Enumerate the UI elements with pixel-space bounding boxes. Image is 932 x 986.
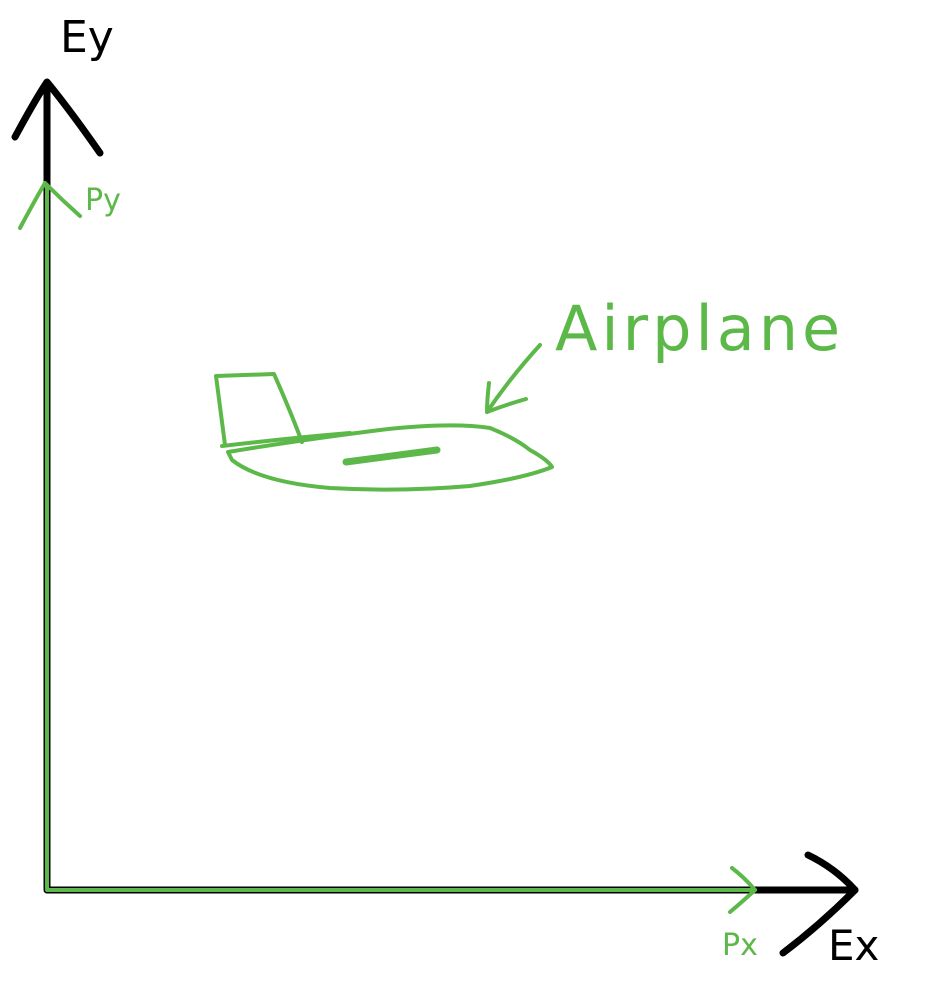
airplane-pointer-arrow [485, 343, 542, 414]
y-axis-label: Ey [60, 12, 114, 63]
x-axis-label: Ex [828, 921, 879, 970]
airplane-label: Airplane [555, 292, 844, 365]
airplane-icon [214, 372, 554, 492]
px-label: Px [722, 928, 758, 963]
py-label: Py [85, 183, 121, 218]
px-vector [45, 866, 757, 914]
py-vector [18, 181, 82, 890]
